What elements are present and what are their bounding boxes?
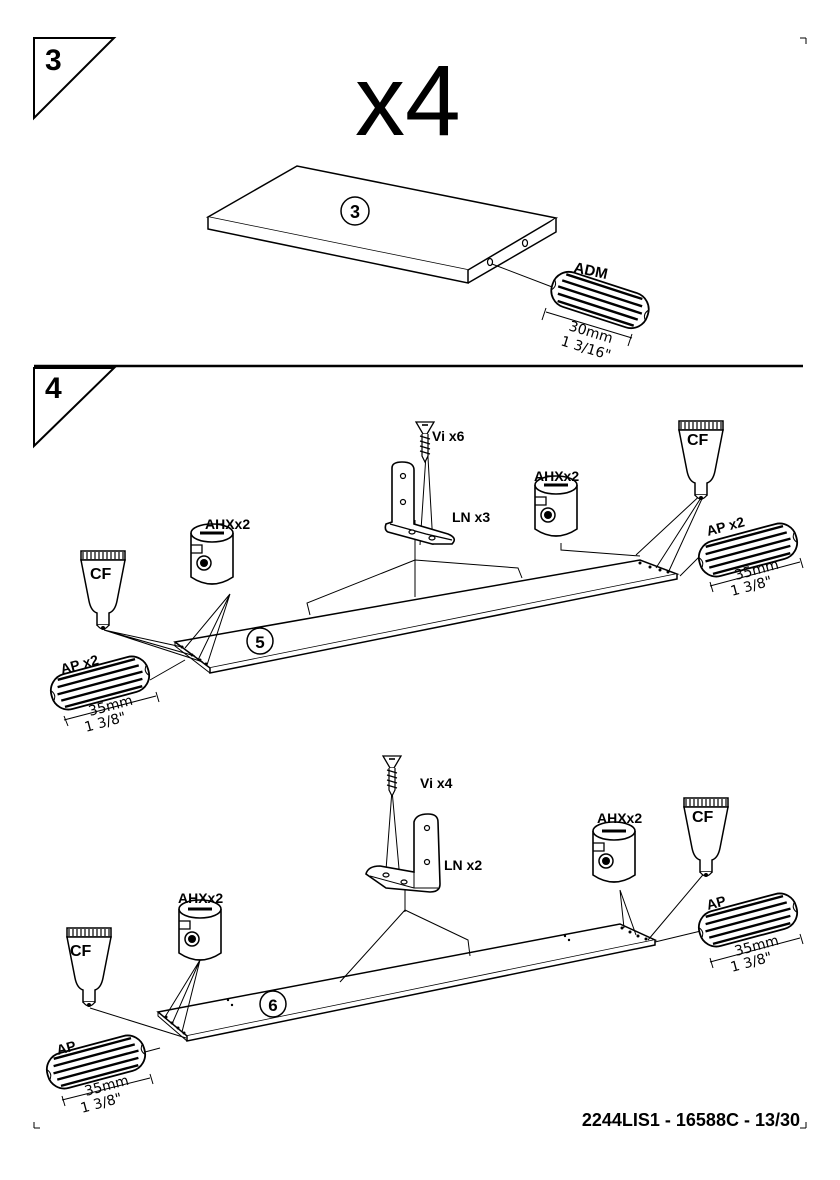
glue-tube-icon [67, 928, 111, 1007]
cam-lock-icon [593, 822, 635, 882]
screw-icon [383, 756, 401, 796]
step-3-badge: 3 [34, 38, 114, 118]
glue-left-label: CF [70, 943, 92, 960]
quantity-multiplier: x4 [355, 45, 461, 157]
screw-quantity: Vi x6 [432, 428, 465, 444]
glue-tube-icon [81, 551, 125, 630]
step-4-badge: 4 [34, 368, 114, 446]
step-3-number: 3 [45, 44, 62, 77]
panel-number: 5 [255, 633, 264, 652]
panel-number: 6 [268, 996, 277, 1015]
cam-lock-icon [191, 524, 233, 584]
l-bracket-icon [366, 814, 440, 892]
screw-quantity: Vi x4 [420, 775, 453, 791]
cam-left-quantity: AHXx2 [178, 890, 223, 906]
panel-6-assembly: 6 [158, 924, 655, 1041]
cam-lock-icon [179, 900, 221, 960]
bracket-quantity: LN x2 [444, 857, 482, 873]
step-4-number: 4 [45, 372, 62, 405]
page-footer-code: 2244LIS1 - 16588C - 13/30 [582, 1110, 800, 1130]
glue-right-label: CF [687, 432, 709, 449]
glue-left-label: CF [90, 566, 112, 583]
l-bracket-icon [385, 462, 454, 544]
cam-right-quantity: AHXx2 [534, 468, 579, 484]
panel-number: 3 [350, 202, 360, 222]
cam-lock-icon [535, 476, 577, 536]
shelf-panel-3: 3 [208, 166, 556, 283]
cam-left-quantity: AHXx2 [205, 516, 250, 532]
cam-right-quantity: AHXx2 [597, 810, 642, 826]
panel-5-assembly: 5 [175, 560, 677, 673]
glue-right-label: CF [692, 809, 714, 826]
bracket-quantity: LN x3 [452, 509, 490, 525]
